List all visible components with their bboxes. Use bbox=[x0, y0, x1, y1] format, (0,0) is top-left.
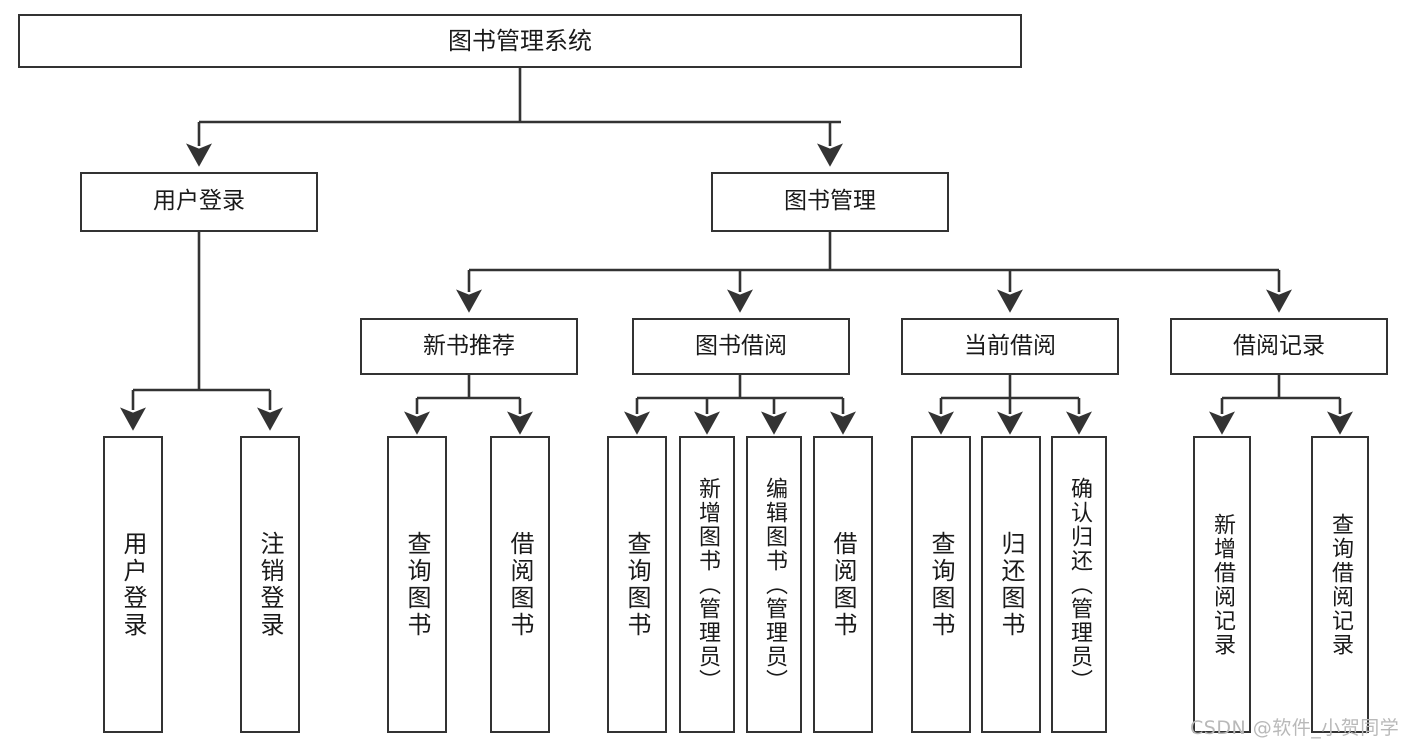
node-label: 借阅图书 bbox=[829, 530, 857, 639]
node-label: 用户登录 bbox=[119, 530, 147, 639]
node-label: 确认归还（管理员） bbox=[1067, 476, 1092, 693]
leaf-user-login-signout[interactable]: 注销登录 bbox=[240, 436, 300, 733]
csdn-watermark: CSDN @软件_小贺同学 bbox=[1190, 717, 1400, 739]
leaf-borrow-edit-book-admin[interactable]: 编辑图书（管理员） bbox=[746, 436, 802, 733]
node-label: 图书管理 bbox=[784, 188, 876, 215]
node-label: 用户登录 bbox=[153, 188, 245, 215]
leaf-current-confirm-return-admin[interactable]: 确认归还（管理员） bbox=[1051, 436, 1107, 733]
node-book-borrowing[interactable]: 图书借阅 bbox=[632, 318, 850, 375]
node-label: 编辑图书（管理员） bbox=[762, 476, 787, 693]
node-label: 借阅记录 bbox=[1233, 332, 1325, 359]
node-borrowing-records[interactable]: 借阅记录 bbox=[1170, 318, 1388, 375]
node-label: 当前借阅 bbox=[964, 332, 1056, 359]
node-label: 新书推荐 bbox=[423, 332, 515, 359]
node-label: 注销登录 bbox=[256, 530, 284, 639]
node-label: 新增图书（管理员） bbox=[695, 476, 720, 693]
node-book-management[interactable]: 图书管理 bbox=[711, 172, 949, 232]
node-label: 查询图书 bbox=[403, 530, 431, 639]
node-new-book-recommendation[interactable]: 新书推荐 bbox=[360, 318, 578, 375]
leaf-record-add-record[interactable]: 新增借阅记录 bbox=[1193, 436, 1251, 733]
node-label: 图书管理系统 bbox=[448, 26, 592, 55]
node-label: 查询图书 bbox=[927, 530, 955, 639]
node-root-book-management-system[interactable]: 图书管理系统 bbox=[18, 14, 1022, 68]
node-label: 查询图书 bbox=[623, 530, 651, 639]
node-label: 借阅图书 bbox=[506, 530, 534, 639]
leaf-borrow-borrow-book[interactable]: 借阅图书 bbox=[813, 436, 873, 733]
leaf-user-login-signin[interactable]: 用户登录 bbox=[103, 436, 163, 733]
leaf-new-book-borrow[interactable]: 借阅图书 bbox=[490, 436, 550, 733]
node-label: 新增借阅记录 bbox=[1210, 512, 1235, 657]
leaf-new-book-query[interactable]: 查询图书 bbox=[387, 436, 447, 733]
leaf-record-query-record[interactable]: 查询借阅记录 bbox=[1311, 436, 1369, 733]
node-current-borrowing[interactable]: 当前借阅 bbox=[901, 318, 1119, 375]
node-label: 归还图书 bbox=[997, 530, 1025, 639]
leaf-current-query-book[interactable]: 查询图书 bbox=[911, 436, 971, 733]
node-label: 查询借阅记录 bbox=[1328, 512, 1353, 657]
leaf-borrow-query-book[interactable]: 查询图书 bbox=[607, 436, 667, 733]
node-label: 图书借阅 bbox=[695, 332, 787, 359]
leaf-borrow-add-book-admin[interactable]: 新增图书（管理员） bbox=[679, 436, 735, 733]
leaf-current-return-book[interactable]: 归还图书 bbox=[981, 436, 1041, 733]
node-user-login[interactable]: 用户登录 bbox=[80, 172, 318, 232]
